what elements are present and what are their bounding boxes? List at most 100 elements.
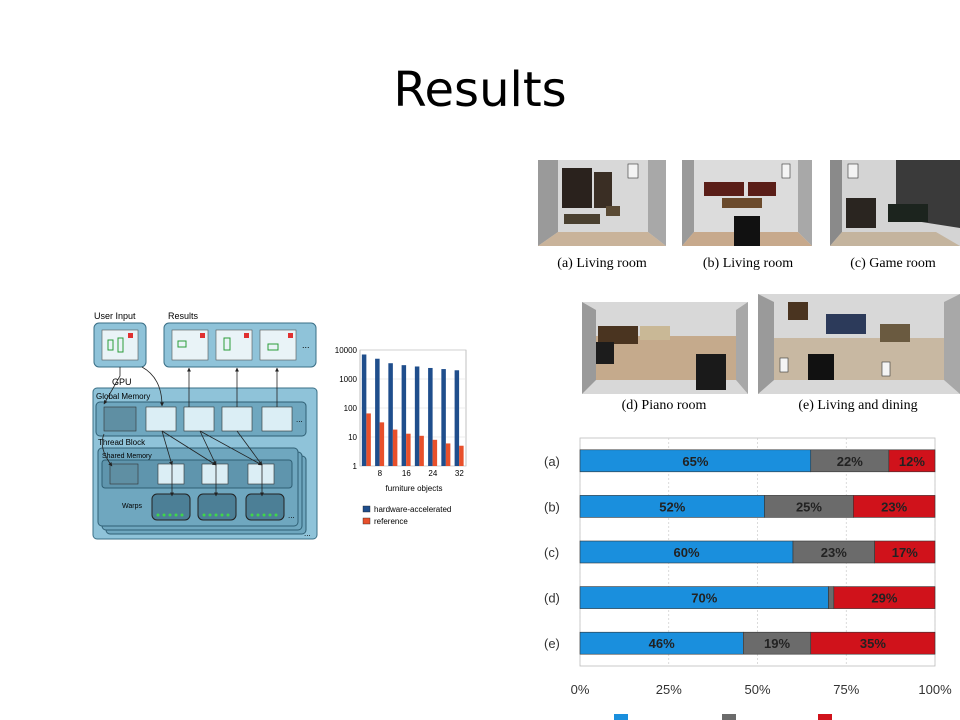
room-image-c xyxy=(830,160,960,246)
room-caption-d: (d) Piano room xyxy=(621,398,707,413)
category-label: (b) xyxy=(544,499,560,514)
data-flow-arrows xyxy=(101,366,279,497)
legend-swatch-reference xyxy=(362,517,371,525)
gpu-label: GPU xyxy=(112,377,132,387)
segment-label: 46% xyxy=(649,636,675,651)
x-tick-label: 100% xyxy=(918,682,952,697)
room-image-b xyxy=(682,160,812,246)
user-input-label: User Input xyxy=(94,311,136,321)
bar-hardware-accelerated xyxy=(361,354,367,466)
bars xyxy=(361,354,464,466)
segment-label: 17% xyxy=(892,545,918,560)
stacked-segment xyxy=(874,540,936,564)
stacked-segment xyxy=(853,495,936,518)
gpu-architecture-diagram: User Input Results ... GPU Global Memory… xyxy=(92,311,318,540)
slide-title: Results xyxy=(393,62,567,118)
bar-reference xyxy=(406,433,411,466)
segment-label: 65% xyxy=(682,454,708,469)
furniture-icon xyxy=(117,337,124,353)
legend-label-reference: reference xyxy=(374,517,408,526)
room-caption-c: (c) Game room xyxy=(850,256,936,271)
y-axis-ticks: 1 10 100 1000 10000 xyxy=(335,346,358,471)
furniture-icon xyxy=(267,343,279,351)
x-tick-label: 24 xyxy=(428,469,437,478)
y-tick-label: 100 xyxy=(344,404,358,413)
y-tick-label: 10 xyxy=(348,433,357,442)
stacked-segment xyxy=(828,586,835,609)
results-label: Results xyxy=(168,311,199,321)
x-tick-label: 8 xyxy=(378,469,383,478)
x-tick-label: 16 xyxy=(402,469,411,478)
bar-hardware-accelerated xyxy=(375,358,380,466)
segment-label: 60% xyxy=(673,545,699,560)
room-caption-e: (e) Living and dining xyxy=(798,398,918,413)
stacked-segment xyxy=(833,586,936,609)
legend-cutoff xyxy=(614,714,832,720)
category-labels: (a) (b) (c) (d) (e) xyxy=(544,454,560,651)
marker-icon xyxy=(244,333,249,338)
bar-hardware-accelerated xyxy=(441,369,446,466)
y-tick-label: 10000 xyxy=(335,346,358,355)
x-tick-label: 0% xyxy=(571,682,590,697)
warp-box xyxy=(245,493,285,521)
bar-reference xyxy=(432,439,438,466)
memory-slot xyxy=(145,406,177,432)
x-tick-label: 25% xyxy=(656,682,682,697)
category-label: (e) xyxy=(544,636,560,651)
category-label: (d) xyxy=(544,591,560,606)
x-tick-label: 32 xyxy=(455,469,464,478)
room-caption-a: (a) Living room xyxy=(557,256,647,271)
shared-memory-label: Shared Memory xyxy=(102,453,152,460)
segment-label: 70% xyxy=(691,591,717,606)
bar-reference xyxy=(459,445,464,466)
category-label: (a) xyxy=(544,454,560,469)
marker-icon xyxy=(288,333,293,338)
thread-block-label: Thread Block xyxy=(98,438,146,447)
room-caption-b: (b) Living room xyxy=(702,256,794,271)
segment-label: 29% xyxy=(871,591,897,606)
bar-hardware-accelerated xyxy=(388,363,393,466)
category-label: (c) xyxy=(544,545,559,560)
results-ellipsis: ... xyxy=(302,340,310,350)
bar-hardware-accelerated xyxy=(401,365,407,466)
marker-icon xyxy=(200,333,205,338)
x-axis-label: furniture objects xyxy=(386,484,443,493)
segment-label: 35% xyxy=(860,636,886,651)
segment-label: 22% xyxy=(837,454,863,469)
furniture-icon xyxy=(177,340,187,348)
y-tick-label: 1000 xyxy=(339,375,357,384)
thread-dots xyxy=(156,513,278,517)
legend-label-hardware: hardware-accelerated xyxy=(374,505,451,514)
bar-hardware-accelerated xyxy=(454,370,460,466)
bar-reference xyxy=(379,422,385,466)
bar-hardware-accelerated xyxy=(428,367,433,466)
segment-label: 23% xyxy=(821,545,847,560)
memory-slot xyxy=(157,463,185,485)
segment-label: 12% xyxy=(899,454,925,469)
x-tick-label: 75% xyxy=(833,682,859,697)
x-axis-ticks: 8 16 24 32 xyxy=(378,469,465,478)
segment-label: 52% xyxy=(659,499,685,514)
segment-label: 23% xyxy=(881,499,907,514)
segment-label: 19% xyxy=(764,636,790,651)
stacked-segment xyxy=(888,449,936,473)
bar-reference xyxy=(392,429,398,466)
marker-icon xyxy=(128,333,133,338)
percentage-stacked-chart: 65% 22% 12% 52% 25% 23% 60% 23% 17% 70% 29% 46% 19% 3… xyxy=(544,437,952,720)
bar-reference xyxy=(366,413,371,466)
warp-ellipsis: ... xyxy=(288,511,295,520)
x-axis-ticks: 0% 25% 50% 75% 100% xyxy=(571,682,952,697)
room-image-a xyxy=(538,160,666,246)
memory-slot xyxy=(109,463,139,485)
bar-reference xyxy=(445,443,451,466)
warps-label: Warps xyxy=(122,503,142,510)
legend-swatch-hardware xyxy=(362,505,371,513)
bar-reference xyxy=(419,435,424,466)
x-tick-label: 50% xyxy=(744,682,770,697)
memory-slot xyxy=(183,406,215,432)
furniture-icon xyxy=(223,337,231,351)
memory-slot xyxy=(247,463,275,485)
block-ellipsis: ... xyxy=(304,529,311,538)
y-tick-label: 1 xyxy=(353,462,358,471)
memory-slot xyxy=(261,406,293,432)
